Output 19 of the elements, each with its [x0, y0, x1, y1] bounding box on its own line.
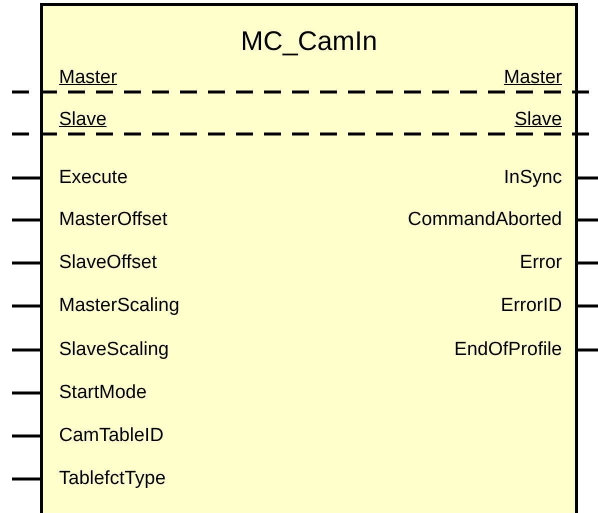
- block-title: MC_CamIn: [240, 26, 378, 56]
- pin-label: StartMode: [59, 382, 147, 404]
- pin-label: Slave: [59, 109, 107, 131]
- pin-label: MasterScaling: [59, 295, 180, 317]
- pin-label: ErrorID: [500, 295, 562, 317]
- pin-label: EndOfProfile: [454, 339, 562, 361]
- pin-label: Execute: [59, 167, 128, 189]
- pin-label: MasterOffset: [59, 209, 168, 231]
- pin-label: CommandAborted: [408, 209, 562, 231]
- function-block: [40, 3, 578, 513]
- pin-label: CamTableID: [59, 425, 164, 447]
- pin-label: InSync: [504, 167, 562, 189]
- pin-label: Error: [520, 252, 562, 274]
- pin-label: Master: [59, 67, 118, 89]
- pin-label: TablefctType: [59, 468, 166, 490]
- pin-label: Slave: [514, 109, 562, 131]
- pin-label: Master: [504, 67, 562, 89]
- pin-label: SlaveOffset: [59, 252, 157, 274]
- pin-label: SlaveScaling: [59, 339, 169, 361]
